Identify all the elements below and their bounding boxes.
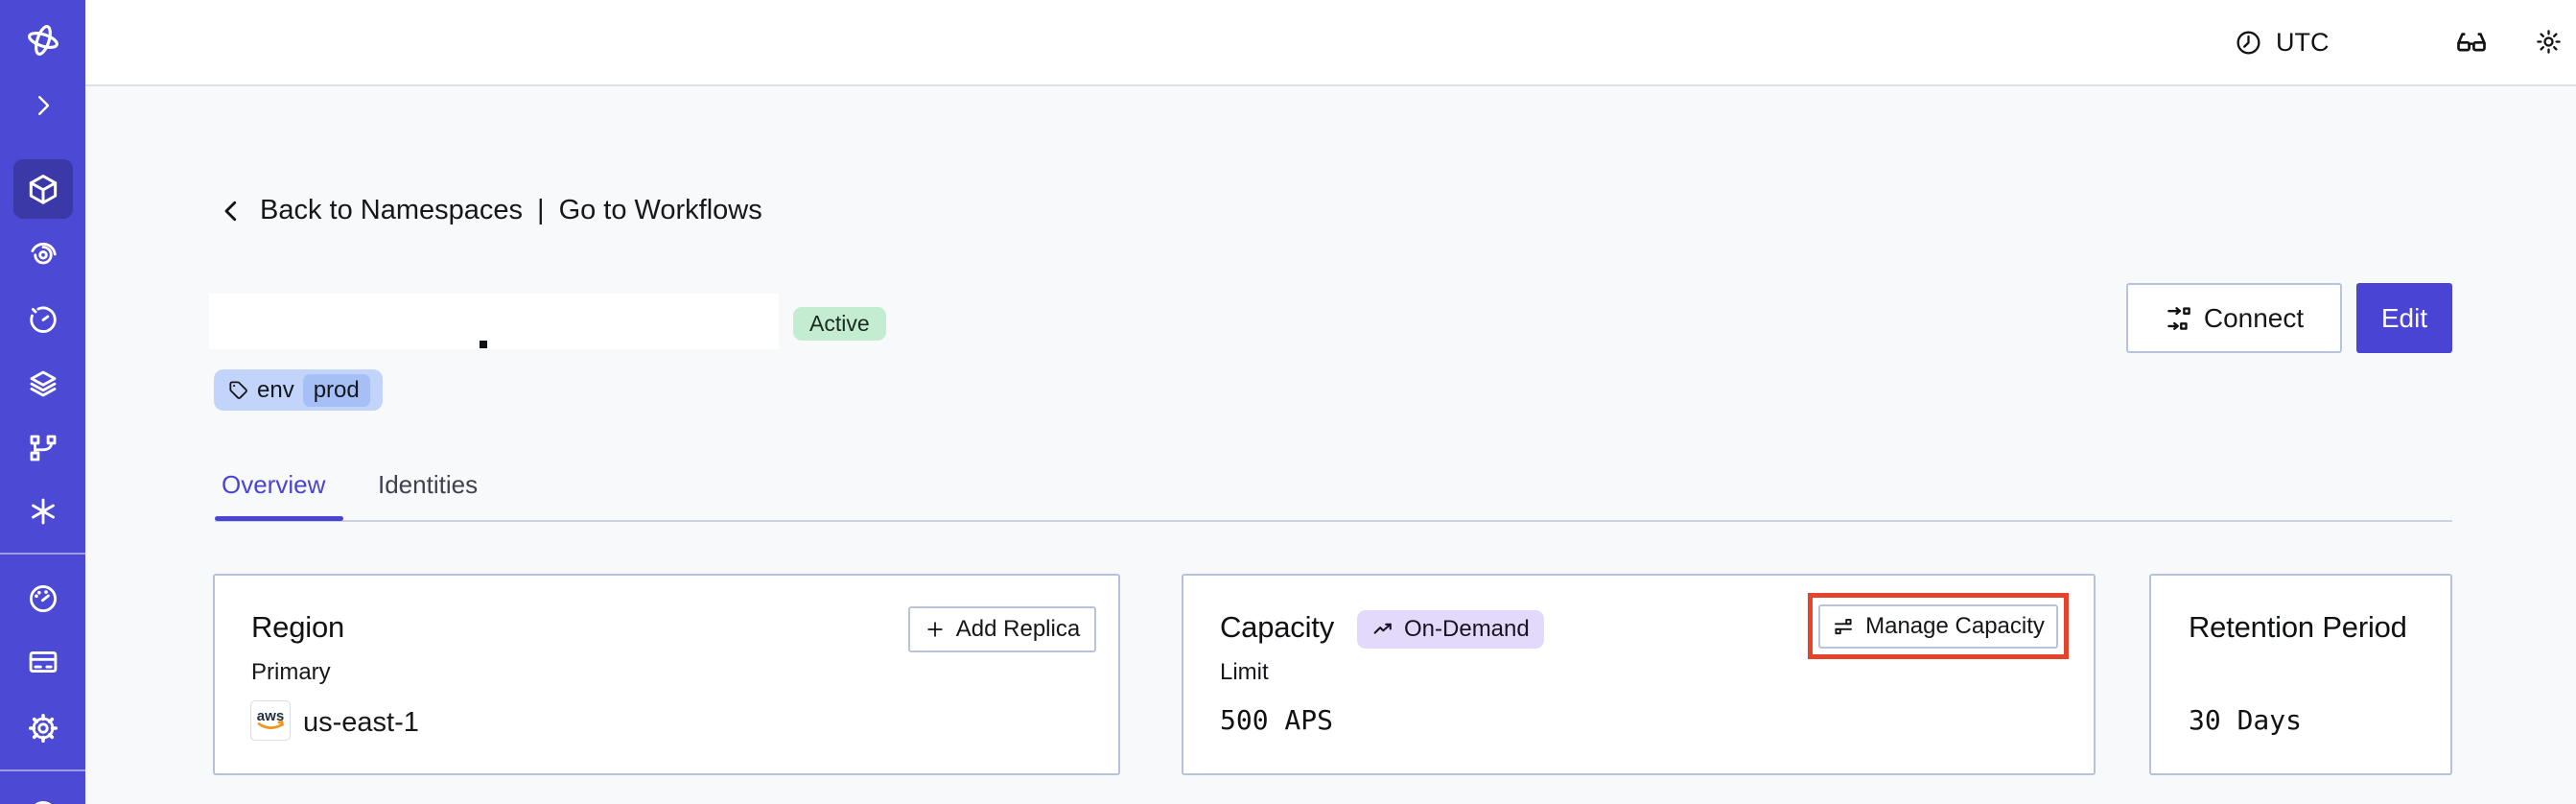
topbar: UTC bbox=[85, 0, 2576, 86]
tab-overview[interactable]: Overview bbox=[222, 470, 326, 499]
status-badge: Active bbox=[793, 307, 886, 341]
tab-identities[interactable]: Identities bbox=[378, 470, 479, 499]
glasses-icon[interactable] bbox=[2454, 25, 2489, 64]
manage-capacity-label: Manage Capacity bbox=[1865, 612, 2045, 639]
tag-key: env bbox=[257, 376, 294, 403]
breadcrumb: Back to Namespaces | Go to Workflows bbox=[217, 195, 762, 226]
namespace-title-redaction bbox=[209, 294, 779, 349]
timezone-selector[interactable]: UTC bbox=[2234, 0, 2330, 84]
circle-partial-icon[interactable] bbox=[24, 792, 62, 804]
chevron-right-icon[interactable] bbox=[24, 86, 62, 125]
manage-capacity-button[interactable]: Manage Capacity bbox=[1818, 603, 2058, 649]
capacity-limit-label: Limit bbox=[1220, 659, 1269, 685]
sidebar bbox=[0, 0, 85, 804]
region-card-title: Region bbox=[251, 610, 345, 644]
edit-button[interactable]: Edit bbox=[2356, 283, 2452, 353]
retention-value: 30 Days bbox=[2189, 704, 2303, 736]
namespace-tag: env prod bbox=[214, 369, 383, 411]
cube-icon[interactable] bbox=[24, 170, 62, 208]
clock-icon bbox=[2236, 30, 2260, 55]
svg-text:aws: aws bbox=[257, 708, 284, 724]
branch-icon[interactable] bbox=[24, 429, 62, 467]
on-demand-label: On-Demand bbox=[1404, 616, 1530, 642]
add-replica-button[interactable]: Add Replica bbox=[908, 606, 1096, 652]
active-tab-underline bbox=[215, 516, 343, 521]
region-value: us-east-1 bbox=[303, 707, 419, 738]
edit-button-label: Edit bbox=[2380, 302, 2428, 333]
layers-icon[interactable] bbox=[24, 365, 62, 403]
sliders-icon bbox=[1835, 618, 1853, 634]
breadcrumb-separator: | bbox=[537, 195, 545, 225]
add-replica-label: Add Replica bbox=[955, 616, 1081, 642]
timer-icon[interactable] bbox=[24, 300, 62, 339]
orbit-logo-icon[interactable] bbox=[24, 21, 62, 59]
capacity-card: Capacity On-Demand Limit 500 APS bbox=[1182, 574, 2096, 775]
tag-icon bbox=[229, 381, 247, 399]
aws-logo: aws bbox=[250, 700, 291, 741]
capacity-card-title: Capacity bbox=[1220, 610, 1335, 644]
region-primary-label: Primary bbox=[251, 659, 331, 685]
gear-icon[interactable] bbox=[24, 709, 62, 747]
region-card: Region Add Replica Primary aws us-east-1 bbox=[213, 574, 1120, 775]
timezone-label: UTC bbox=[2276, 27, 2330, 57]
spiral-icon[interactable] bbox=[24, 235, 62, 273]
sidebar-divider bbox=[0, 769, 85, 771]
gauge-icon[interactable] bbox=[24, 579, 62, 618]
tabs-baseline bbox=[215, 520, 2452, 522]
chevron-left-icon[interactable] bbox=[217, 197, 246, 225]
sidebar-divider bbox=[0, 553, 85, 555]
credit-card-icon[interactable] bbox=[24, 643, 62, 681]
connect-button[interactable]: Connect bbox=[2126, 283, 2342, 353]
retention-card: Retention Period 30 Days bbox=[2149, 574, 2452, 775]
title-dot bbox=[480, 341, 487, 348]
connect-flow-icon bbox=[2167, 306, 2190, 330]
on-demand-badge: On-Demand bbox=[1357, 610, 1544, 649]
connect-button-label: Connect bbox=[2203, 302, 2305, 333]
brightness-icon[interactable] bbox=[2534, 27, 2564, 61]
annotation-highlight-box: Manage Capacity bbox=[1808, 593, 2069, 659]
breadcrumb-workflows-link[interactable]: Go to Workflows bbox=[558, 195, 762, 225]
trending-up-icon bbox=[1373, 623, 1392, 634]
asterisk-icon[interactable] bbox=[24, 492, 62, 531]
tag-value: prod bbox=[302, 373, 370, 407]
breadcrumb-back-link[interactable]: Back to Namespaces bbox=[260, 195, 524, 225]
retention-card-title: Retention Period bbox=[2189, 610, 2407, 644]
plus-icon bbox=[927, 622, 943, 637]
capacity-value: 500 APS bbox=[1220, 704, 1334, 736]
